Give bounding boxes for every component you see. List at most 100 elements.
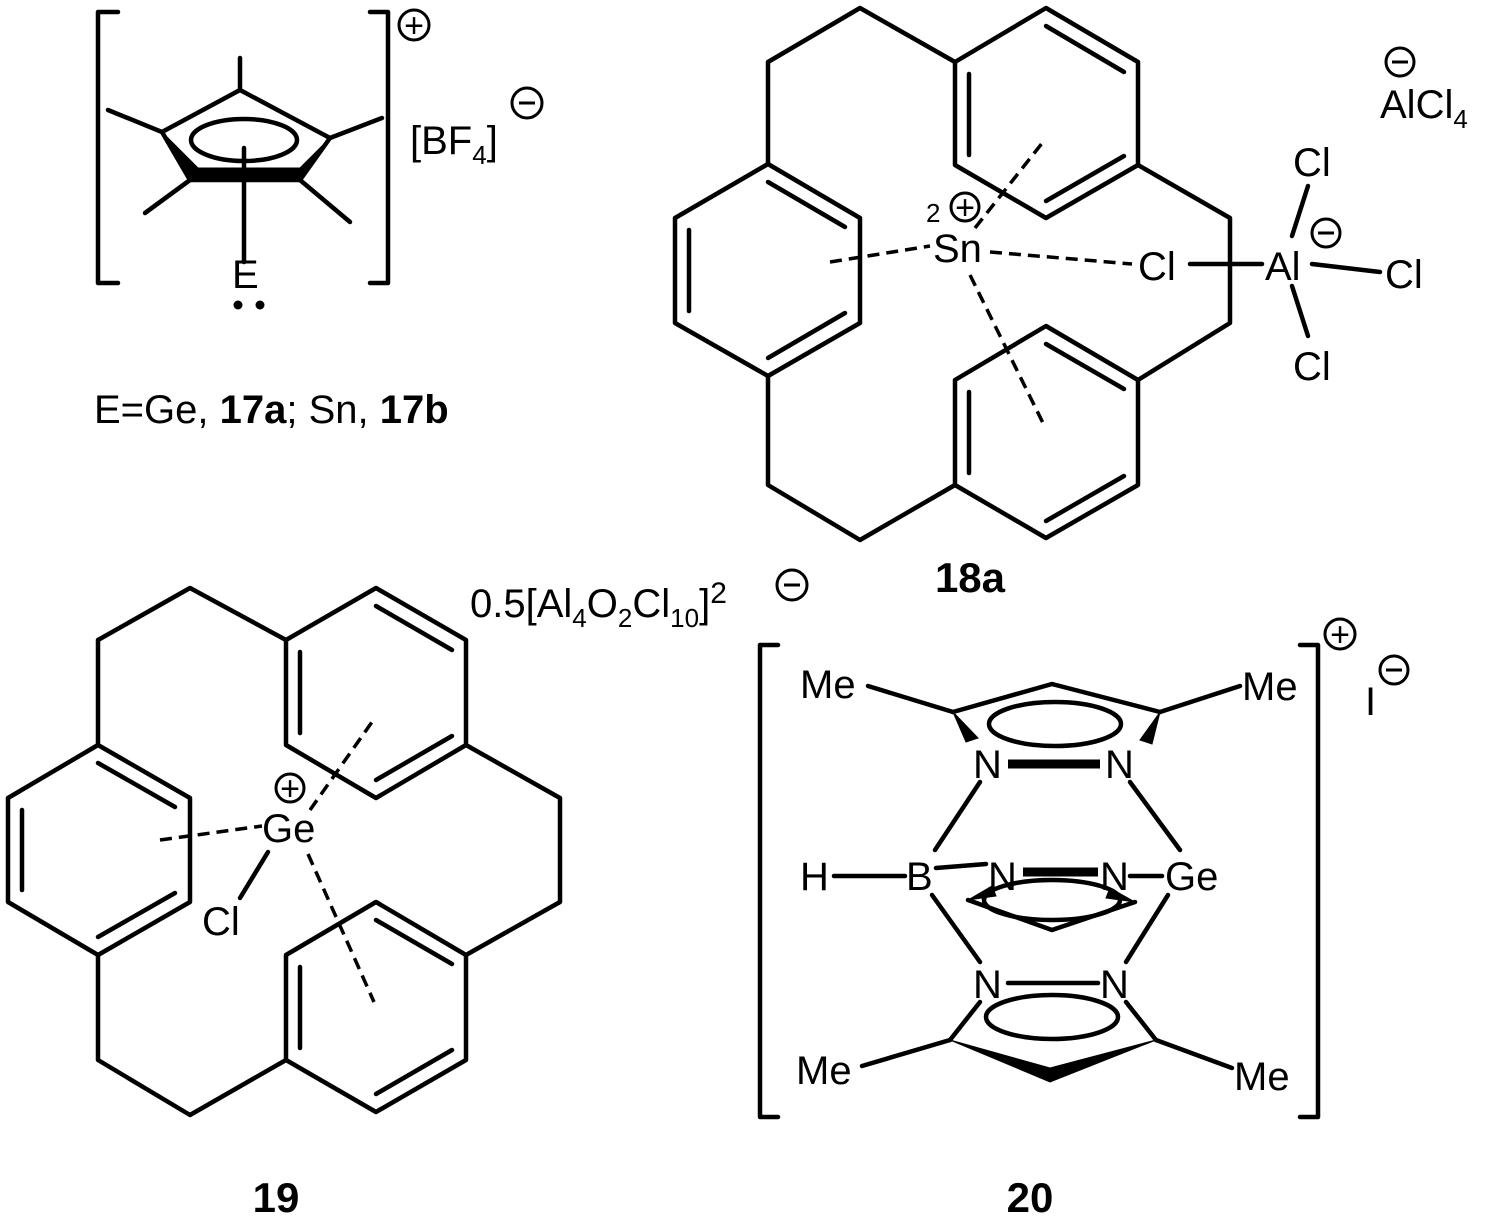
plus-charge-circle bbox=[274, 772, 306, 804]
double-bond-inner bbox=[373, 1047, 455, 1097]
double-bond-inner bbox=[95, 760, 178, 810]
double-bond-inner bbox=[1043, 153, 1127, 204]
methyl-bond bbox=[1153, 1037, 1235, 1071]
methyl-label: Me bbox=[796, 1049, 852, 1093]
al-cl-bond bbox=[1309, 261, 1383, 275]
plus-charge-sign: + bbox=[1330, 616, 1350, 654]
methyl-bond bbox=[859, 1037, 953, 1069]
benzene-ring bbox=[952, 5, 1141, 221]
minus-charge-circle bbox=[510, 86, 544, 120]
nitrogen-label: N bbox=[973, 963, 1002, 1007]
al-label: Al bbox=[1265, 245, 1301, 289]
double-bond-inner bbox=[373, 603, 455, 653]
aluminate-anion: 0.5[Al4O2Cl10]2 bbox=[470, 577, 727, 633]
ge-cl-bond bbox=[237, 849, 271, 901]
left-bracket bbox=[757, 642, 781, 1120]
double-bond-inner bbox=[95, 890, 178, 940]
pyrazole-ring bbox=[1123, 999, 1159, 1043]
plus-charge-sign: + bbox=[955, 189, 975, 227]
methyl-bond bbox=[105, 107, 165, 135]
double-bond-inner bbox=[373, 733, 455, 783]
ethylene-bridge bbox=[1135, 162, 1233, 383]
compound-20: + I Me Me N N H B N N Ge N bbox=[757, 616, 1410, 1218]
pyrazole-wedge bbox=[949, 1039, 1157, 1083]
double-bond-inner bbox=[765, 179, 848, 230]
aromatic-ring-circle bbox=[983, 992, 1121, 1042]
benzene-ring bbox=[952, 323, 1141, 541]
minus-charge-circle bbox=[1384, 46, 1416, 78]
right-bracket bbox=[1297, 642, 1321, 1120]
sn-label: Sn bbox=[933, 227, 982, 271]
cl-label: Cl bbox=[202, 900, 240, 944]
compound-18a: Sn 2 + Cl Al Cl Cl Cl AlCl4 18a bbox=[672, 5, 1468, 601]
n-ge-bond bbox=[1127, 779, 1183, 853]
methyl-bond bbox=[865, 683, 956, 715]
bridging-cl-label: Cl bbox=[1138, 245, 1176, 289]
element-e-label: E bbox=[232, 253, 259, 297]
methyl-label: Me bbox=[1242, 665, 1298, 709]
double-bond-inner bbox=[373, 917, 455, 967]
methyl-bond bbox=[297, 177, 353, 225]
ethylene-bridge bbox=[95, 585, 289, 748]
benzene-ring bbox=[672, 161, 863, 379]
benzene-ring bbox=[5, 742, 193, 958]
lone-pair-dot bbox=[233, 300, 243, 310]
compound-19: Ge + Cl 0.5[Al4O2Cl10]2 19 bbox=[5, 568, 809, 1218]
nitrogen-label: N bbox=[973, 743, 1002, 787]
benzene-ring bbox=[283, 899, 469, 1115]
ge-n-bond bbox=[1123, 892, 1171, 965]
benzene-ring bbox=[283, 585, 469, 801]
boron-label: B bbox=[906, 855, 933, 899]
ethylene-bridge bbox=[95, 952, 289, 1118]
al-cl-bond bbox=[1289, 183, 1311, 239]
eta6-interaction bbox=[159, 824, 263, 842]
eta6-interaction bbox=[829, 244, 931, 264]
minus-charge-circle bbox=[1310, 217, 1342, 249]
ethylene-bridge bbox=[463, 742, 563, 958]
sn-charge-number: 2 bbox=[926, 198, 940, 228]
double-bond-inner bbox=[1043, 473, 1127, 524]
ge-label: Ge bbox=[262, 807, 315, 851]
double-bond-inner bbox=[1043, 23, 1127, 75]
b-n-bond bbox=[933, 861, 989, 871]
germanium-label: Ge bbox=[1165, 855, 1218, 899]
iodide-anion: I bbox=[1365, 680, 1376, 724]
cl-top-label: Cl bbox=[1293, 141, 1331, 185]
aromatic-ring-circle bbox=[981, 877, 1123, 923]
double-bond-inner bbox=[1043, 341, 1127, 392]
plus-charge-circle bbox=[949, 191, 981, 223]
methyl-label: Me bbox=[800, 663, 856, 707]
cl-right-label: Cl bbox=[1385, 253, 1423, 297]
eta6-interaction bbox=[968, 274, 1045, 424]
eta6-interaction bbox=[306, 853, 376, 1003]
methyl-bond bbox=[1157, 683, 1243, 715]
compound-17: E + [BF4] E=Ge, 17a; Sn, 17b bbox=[94, 7, 544, 432]
pyrazole-ring bbox=[965, 897, 1138, 933]
methyl-bond bbox=[327, 115, 385, 141]
double-bond-inner bbox=[765, 310, 848, 361]
plus-charge-circle bbox=[1323, 617, 1357, 651]
alcl4-anion: AlCl4 bbox=[1380, 83, 1468, 134]
aromatic-ring-circle bbox=[986, 699, 1124, 749]
nitrogen-label: N bbox=[1105, 743, 1134, 787]
hydrogen-label: H bbox=[800, 855, 829, 899]
compound-18a-label: 18a bbox=[935, 554, 1006, 601]
compound-19-label: 19 bbox=[253, 1174, 300, 1218]
right-bracket bbox=[367, 9, 391, 286]
wedge-bond bbox=[952, 711, 979, 743]
minus-charge-circle bbox=[775, 568, 809, 602]
methyl-bond bbox=[142, 177, 193, 216]
pyrazole-ring bbox=[950, 681, 1163, 715]
al-cl-bond bbox=[1289, 283, 1311, 339]
bf4-anion: [BF4] bbox=[410, 119, 498, 170]
plus-charge-sign: + bbox=[404, 7, 424, 45]
left-bracket bbox=[95, 9, 121, 286]
pyrazole-ring bbox=[947, 999, 983, 1043]
nitrogen-label: N bbox=[1100, 963, 1129, 1007]
compound-20-label: 20 bbox=[1007, 1174, 1054, 1218]
minus-charge-circle bbox=[1378, 654, 1410, 686]
cl-bottom-label: Cl bbox=[1293, 345, 1331, 389]
plus-charge-circle bbox=[397, 8, 431, 42]
compound-17-caption: E=Ge, 17a; Sn, 17b bbox=[94, 388, 449, 432]
